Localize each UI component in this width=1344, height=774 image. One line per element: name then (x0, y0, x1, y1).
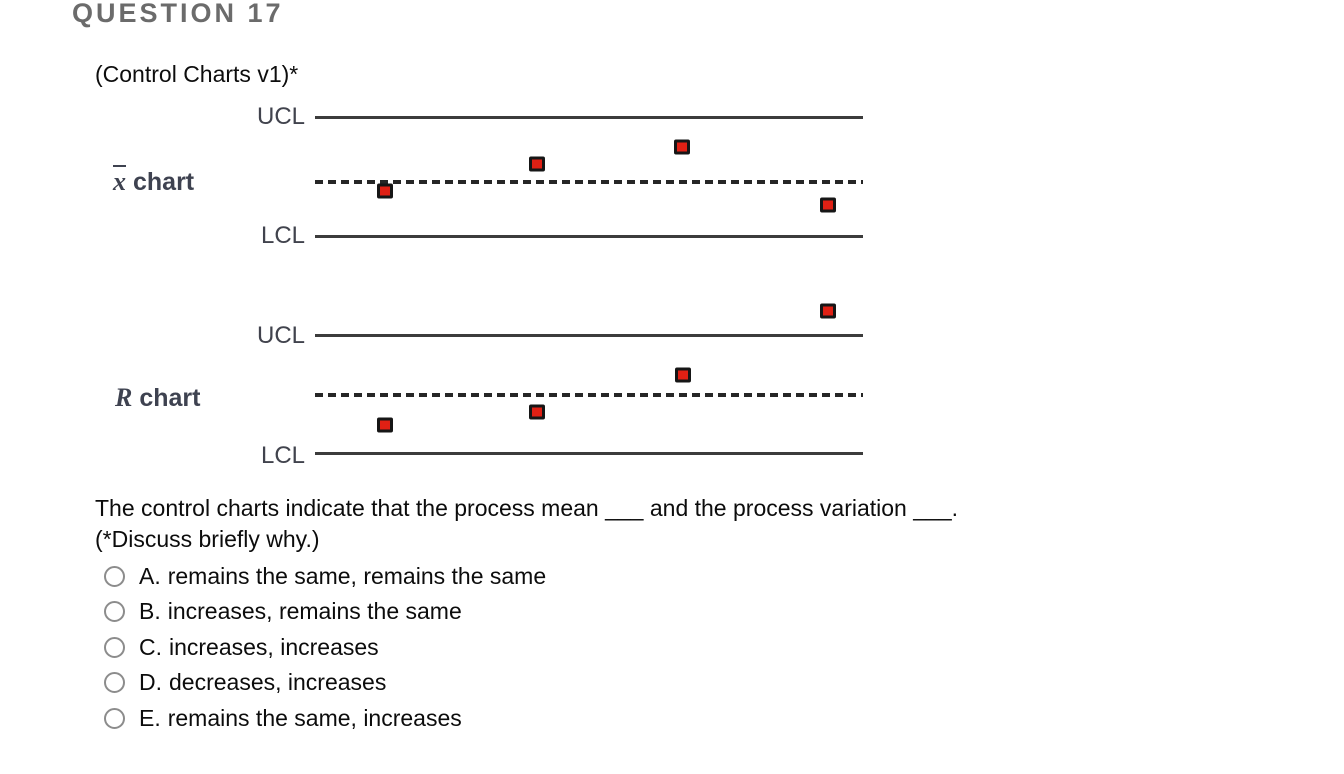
data-point-marker (819, 197, 836, 213)
question-prompt-line2: (*Discuss briefly why.) (95, 526, 320, 552)
xbar-label-suffix: chart (133, 168, 195, 196)
question-number-heading: QUESTION 17 (72, 0, 284, 28)
xbar-symbol: x (113, 167, 126, 196)
option-text: increases, remains the same (167, 597, 462, 624)
option-letter: A. (139, 562, 161, 589)
answer-option-e[interactable]: E. remains the same, increases (104, 703, 462, 733)
option-text: remains the same, remains the same (167, 562, 547, 589)
xbar-chart-plot (315, 116, 863, 238)
radio-button-a[interactable] (104, 565, 125, 587)
data-point-marker (819, 303, 836, 319)
option-letter: D. (139, 668, 162, 695)
xbar-lcl-label: LCL (260, 222, 305, 249)
lcl-line (315, 235, 863, 238)
answer-option-d[interactable]: D. decreases, increases (104, 667, 386, 697)
r-chart-plot (315, 303, 863, 455)
data-point-marker (528, 404, 545, 420)
xbar-ucl-label: UCL (256, 103, 305, 130)
question-intro-text: (Control Charts v1)* (95, 61, 299, 87)
radio-button-d[interactable] (104, 671, 125, 693)
answer-option-a[interactable]: A. remains the same, remains the same (104, 561, 546, 591)
ucl-line (315, 334, 863, 337)
option-letter: E. (139, 704, 161, 731)
lcl-line (315, 452, 863, 455)
data-point-marker (674, 139, 691, 155)
r-ucl-label: UCL (256, 322, 305, 349)
option-letter: B. (139, 597, 161, 624)
r-label-suffix: chart (139, 384, 201, 412)
option-text: remains the same, increases (167, 704, 462, 731)
answer-option-c[interactable]: C. increases, increases (104, 632, 379, 662)
radio-button-c[interactable] (104, 636, 125, 658)
radio-button-e[interactable] (104, 707, 125, 729)
data-point-marker (528, 156, 545, 172)
r-lcl-label: LCL (260, 442, 305, 469)
center-line (315, 393, 863, 397)
question-prompt-line1: The control charts indicate that the pro… (95, 495, 959, 521)
radio-button-b[interactable] (104, 600, 125, 622)
center-line (315, 180, 863, 185)
r-symbol: R (115, 383, 133, 412)
option-letter: C. (139, 633, 162, 660)
data-point-marker (377, 417, 394, 433)
option-text: decreases, increases (169, 668, 387, 695)
data-point-marker (674, 367, 691, 383)
answer-option-b[interactable]: B. increases, remains the same (104, 596, 462, 626)
data-point-marker (377, 183, 394, 199)
option-text: increases, increases (169, 633, 379, 660)
ucl-line (315, 116, 863, 119)
